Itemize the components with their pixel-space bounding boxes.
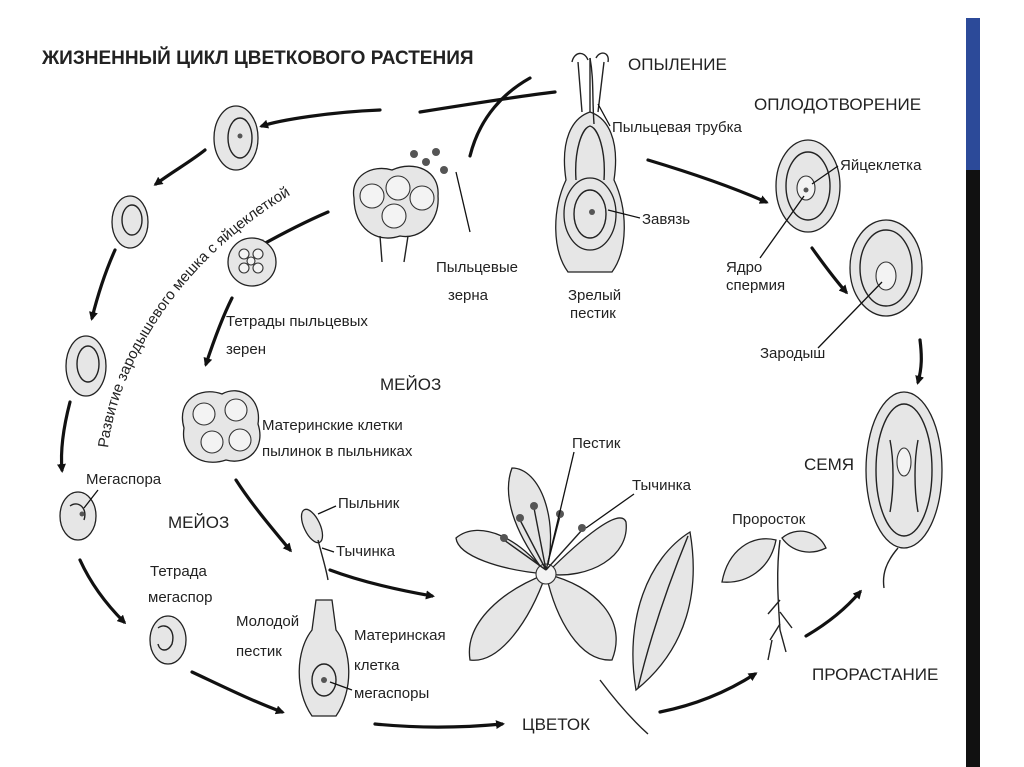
cycle-arrow [468, 76, 532, 158]
label-pollen-grains-1: Пыльцевые [436, 259, 518, 276]
outer-cycle-arrows [56, 90, 924, 730]
cycle-arrow [658, 672, 758, 714]
label-flower-stamen: Тычинка [632, 477, 692, 494]
cycle-arrow [328, 568, 435, 600]
pointer-line [547, 451, 575, 563]
cycle-arrow [190, 670, 285, 715]
pointer-line [607, 209, 641, 219]
flower-drawing [455, 467, 694, 735]
seedling-drawing [721, 530, 827, 661]
cycle-arrow [153, 148, 207, 186]
pointer-line [585, 493, 635, 529]
pollen-tetrads-drawing [227, 237, 277, 287]
stage-flower: ЦВЕТОК [522, 715, 590, 734]
stage-meiosis-left: МЕЙОЗ [168, 513, 229, 532]
pointer-line [321, 547, 335, 553]
label-mature-pistil-2: пестик [570, 305, 616, 322]
pointer-line [317, 505, 337, 515]
ovule-stage-3 [65, 335, 107, 397]
stage-seed: СЕМЯ [804, 455, 854, 474]
megaspore-tetrad-drawing [149, 615, 187, 665]
cycle-arrow [89, 248, 117, 321]
cycle-arrow [418, 90, 557, 114]
label-megaspore-mother-1: Материнская [354, 627, 446, 644]
stage-meiosis-top: МЕЙОЗ [380, 375, 441, 394]
diagram-title: ЖИЗНЕННЫЙ ЦИКЛ ЦВЕТКОВОГО РАСТЕНИЯ [41, 47, 474, 69]
cycle-arrow [257, 210, 330, 248]
label-megaspore-tetrad-1: Тетрада [150, 563, 207, 580]
ovule-stage-1 [213, 105, 259, 171]
label-megaspore-mother-3: мегаспоры [354, 685, 429, 702]
label-mature-pistil-1: Зрелый [568, 287, 621, 304]
young-pistil-drawing [298, 599, 350, 717]
label-megaspore: Мегаспора [86, 471, 162, 488]
stage-germination: ПРОРАСТАНИЕ [812, 665, 938, 684]
label-seedling: Проросток [732, 511, 806, 528]
label-young-pistil-2: пестик [236, 643, 282, 660]
label-megaspore-mother-2: клетка [354, 657, 400, 674]
pointer-line [811, 165, 839, 185]
label-sperm-nucleus-2: спермия [726, 277, 785, 294]
cycle-arrow [234, 478, 292, 553]
label-pollen-grains-2: зерна [448, 287, 489, 304]
cycle-arrow [804, 589, 862, 638]
cycle-arrow [373, 720, 505, 730]
pointer-line [759, 195, 805, 259]
pointer-line [817, 281, 883, 349]
label-mother-cells-1: Материнские клетки [262, 417, 403, 434]
mother-cells-drawing [181, 390, 261, 463]
label-flower-pistil: Пестик [572, 435, 621, 452]
cycle-arrow [259, 108, 382, 129]
pointer-line [329, 681, 353, 691]
cycle-arrow [56, 400, 72, 473]
mature-pistil-drawing [555, 52, 625, 273]
stamen-drawing [300, 508, 329, 581]
cycle-arrow [203, 296, 234, 367]
stage-pollination: ОПЫЛЕНИЕ [628, 55, 727, 74]
label-stamen: Тычинка [336, 543, 396, 560]
stage-fertilization: ОПЛОДОТВОРЕНИЕ [754, 95, 921, 114]
label-sperm-nucleus-1: Ядро [726, 259, 762, 276]
label-embryo: Зародыш [760, 345, 825, 362]
pointer-line [597, 103, 611, 127]
label-megaspore-tetrad-2: мегаспор [148, 589, 212, 606]
cycle-arrow [78, 558, 127, 625]
label-pollen-tetrads-1: Тетрады пыльцевых [226, 313, 368, 330]
label-mother-cells-2: пылинок в пыльниках [262, 443, 413, 460]
label-ovary: Завязь [642, 211, 690, 228]
cycle-arrow [810, 246, 848, 295]
seed-drawing [865, 391, 943, 589]
pointer-line [83, 489, 99, 509]
pointer-line [455, 171, 471, 233]
label-pollen-tetrads-2: зерен [226, 341, 266, 358]
label-young-pistil-1: Молодой [236, 613, 299, 630]
accent-stripe-black [966, 170, 980, 767]
fertilization-drawing [775, 139, 841, 233]
label-pollen-tube: Пыльцевая трубка [612, 119, 743, 136]
ovule-stage-2 [111, 195, 149, 249]
embryo-drawing [849, 219, 923, 317]
label-anther: Пыльник [338, 495, 400, 512]
cycle-arrow [646, 158, 769, 204]
accent-stripe-blue [966, 18, 980, 170]
label-egg-cell: Яйцеклетка [840, 157, 922, 174]
anther-cross-section-drawing [352, 148, 448, 263]
cycle-arrow [915, 338, 924, 385]
